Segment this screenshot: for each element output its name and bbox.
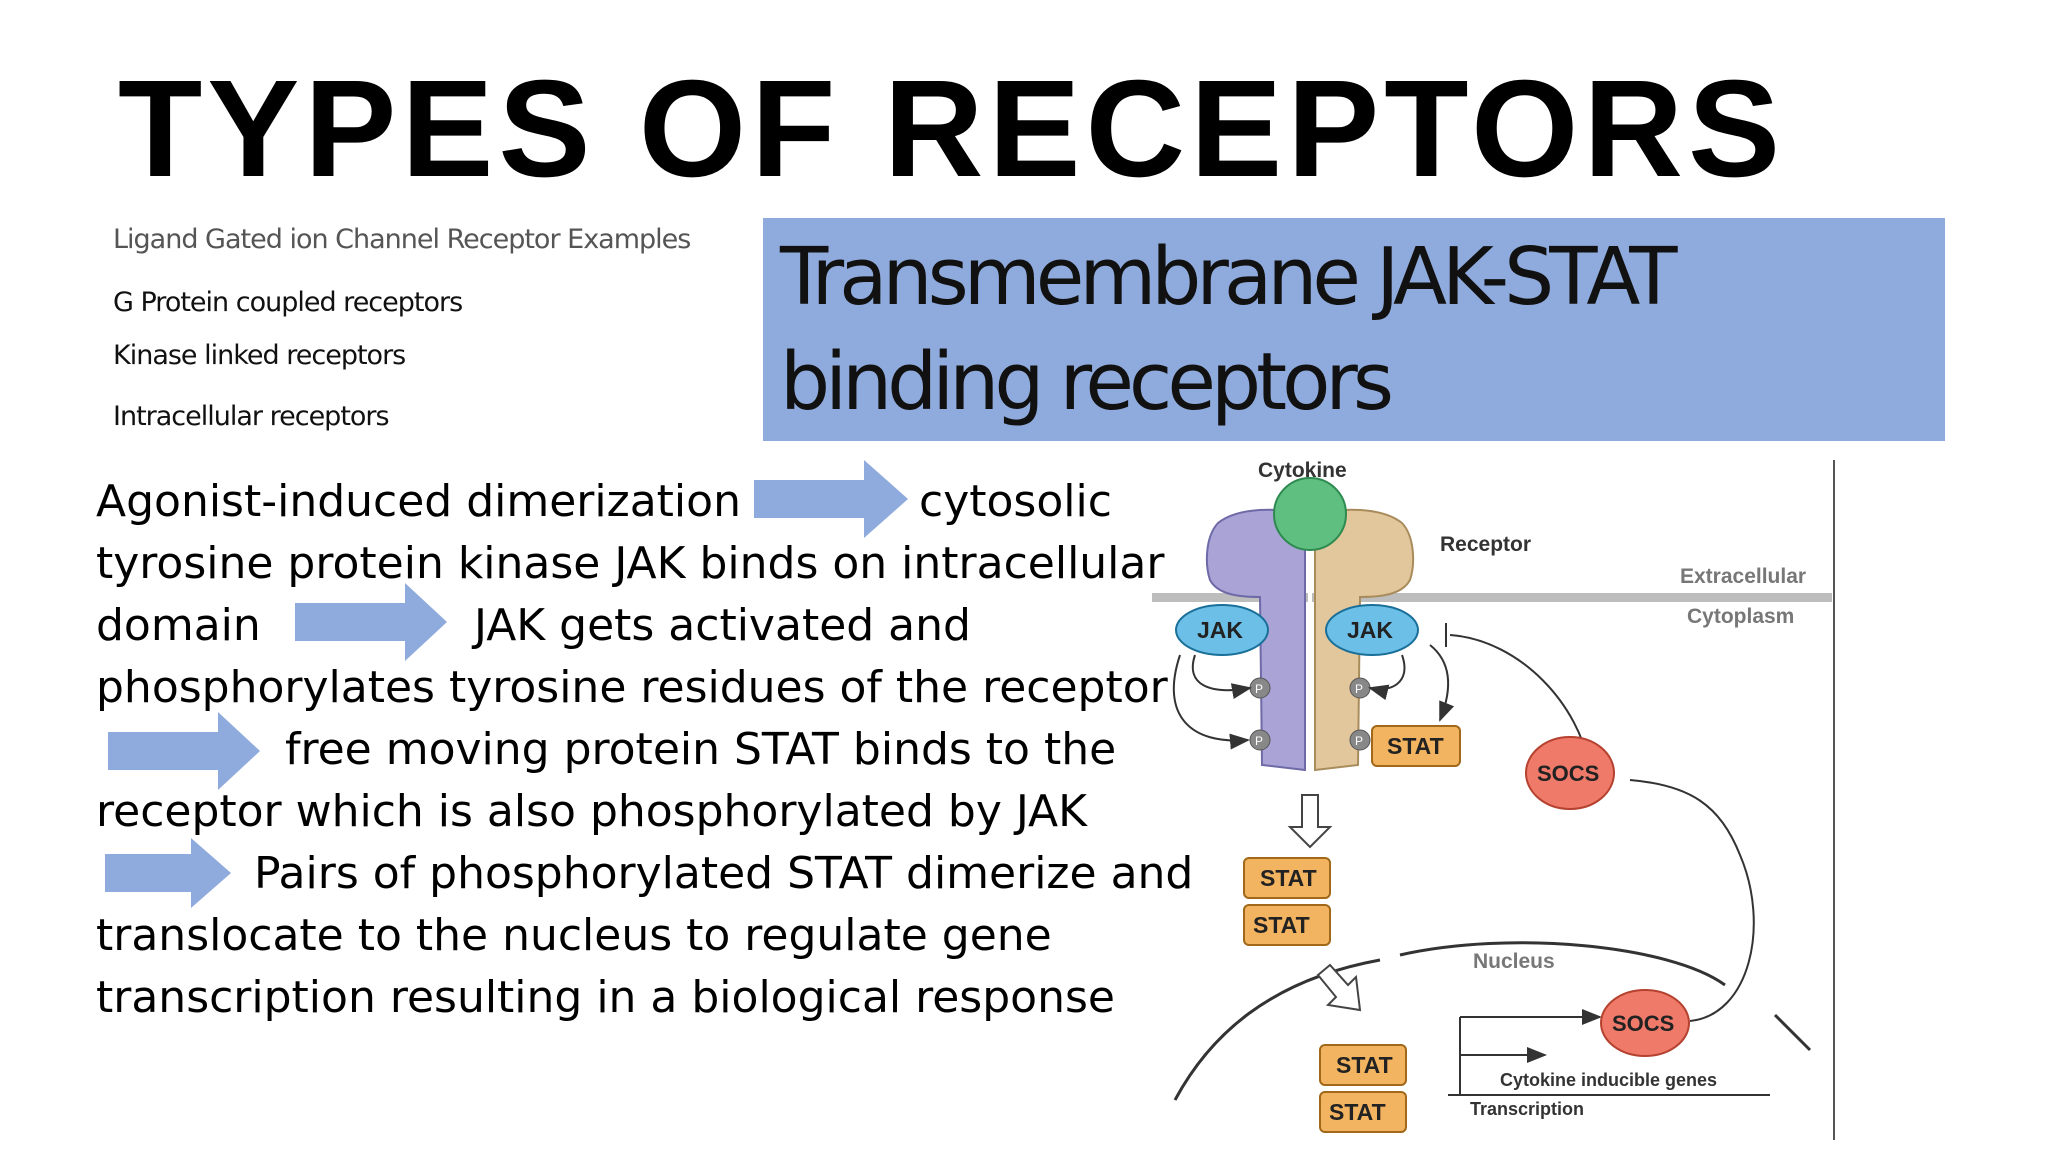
callout-box: Transmembrane JAK-STAT binding receptors	[763, 218, 1945, 441]
label-stat-nuclear-top: STAT	[1336, 1052, 1393, 1078]
label-p-3: P	[1255, 734, 1263, 748]
label-transcription: Transcription	[1470, 1099, 1584, 1119]
hollow-down-arrow-icon	[1287, 794, 1333, 849]
phosphate-4	[1349, 729, 1371, 751]
label-cytoplasm: Cytoplasm	[1687, 605, 1794, 628]
right-arrow-icon	[105, 838, 231, 908]
label-socs-cytoplasm: SOCS	[1537, 761, 1599, 786]
label-jak-right: JAK	[1347, 617, 1393, 643]
label-extracellular: Extracellular	[1680, 565, 1806, 588]
label-jak-left: JAK	[1197, 617, 1243, 643]
receptor-left-chain	[1205, 508, 1306, 772]
stat-nuclear-bottom	[1319, 1091, 1407, 1133]
cytokine-ligand	[1273, 477, 1347, 551]
list-item-ligand-gated: Ligand Gated ion Channel Receptor Exampl…	[113, 224, 691, 255]
callout-heading-line-1: Transmembrane JAK-STAT	[780, 231, 1678, 323]
label-stat-dimer-bottom: STAT	[1253, 912, 1310, 938]
slide-title: TYPES OF RECEPTORS	[118, 52, 1786, 206]
stat-dimer-top	[1243, 857, 1331, 899]
body-line-1a: Agonist-induced dimerization	[96, 476, 741, 527]
jak-right	[1325, 604, 1419, 656]
label-stat-bound: STAT	[1387, 733, 1444, 759]
list-item-kinase-linked: Kinase linked receptors	[113, 340, 406, 371]
body-line-2: tyrosine protein kinase JAK binds on int…	[96, 538, 1165, 589]
nuclear-envelope-left	[1173, 958, 1381, 1101]
body-line-3b: JAK gets activated and	[474, 600, 971, 651]
stat-nuclear-top	[1319, 1044, 1407, 1086]
label-p-2: P	[1355, 682, 1363, 696]
receptor-right-chain	[1314, 508, 1415, 772]
body-line-1b: cytosolic	[919, 476, 1112, 527]
label-p-4: P	[1355, 734, 1363, 748]
nuclear-envelope-right	[1773, 1013, 1812, 1052]
body-line-9: transcription resulting in a biological …	[96, 972, 1115, 1023]
jak-stat-pathway-diagram: Cytokine Receptor Extracellular Cytoplas…	[1152, 459, 1835, 1140]
body-line-7: Pairs of phosphorylated STAT dimerize an…	[254, 848, 1194, 899]
jak-left	[1175, 604, 1269, 656]
label-receptor: Receptor	[1440, 533, 1531, 556]
body-line-3a: domain	[96, 600, 261, 651]
right-arrow-icon	[754, 460, 908, 538]
cell-membrane	[1152, 593, 1832, 602]
socs-nucleus	[1600, 989, 1690, 1057]
right-arrow-icon	[295, 583, 447, 661]
label-socs-nucleus: SOCS	[1612, 1011, 1674, 1036]
right-arrow-icon	[108, 712, 260, 790]
body-line-4: phosphorylates tyrosine residues of the …	[96, 662, 1168, 713]
body-line-5: free moving protein STAT binds to the	[285, 724, 1117, 775]
label-p-1: P	[1255, 682, 1263, 696]
body-line-6: receptor which is also phosphorylated by…	[96, 786, 1088, 837]
callout-heading-line-2: binding receptors	[780, 336, 1394, 428]
list-item-intracellular: Intracellular receptors	[113, 401, 390, 432]
nuclear-envelope-top	[1399, 941, 1726, 987]
body-line-8: translocate to the nucleus to regulate g…	[96, 910, 1052, 961]
stat-dimer-bottom	[1243, 904, 1331, 946]
label-cytokine: Cytokine	[1258, 459, 1347, 482]
hollow-diagonal-arrow-icon	[1316, 963, 1362, 1012]
socs-cytoplasm	[1525, 736, 1615, 810]
label-nucleus: Nucleus	[1473, 950, 1555, 973]
phosphate-3	[1249, 729, 1271, 751]
list-item-g-protein: G Protein coupled receptors	[113, 287, 463, 318]
label-stat-dimer-top: STAT	[1260, 865, 1317, 891]
label-stat-nuclear-bottom: STAT	[1329, 1099, 1386, 1125]
label-cytokine-inducible-genes: Cytokine inducible genes	[1500, 1070, 1717, 1090]
stat-bound	[1371, 725, 1461, 767]
